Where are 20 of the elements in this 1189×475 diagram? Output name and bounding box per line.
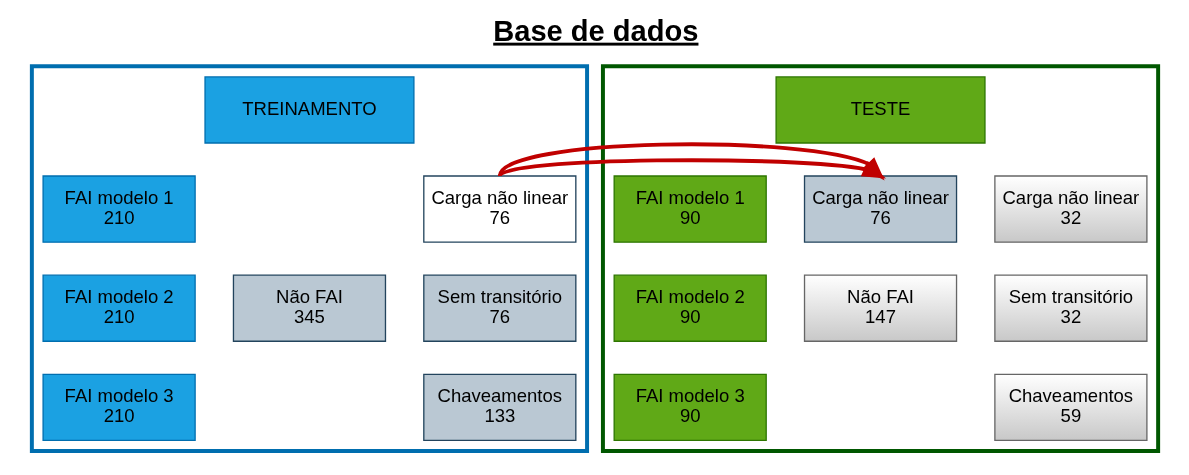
node-box: Não FAI 345 [232, 274, 386, 342]
node-box: Carga não linear 76 [422, 175, 576, 243]
node-box: FAI modelo 1 90 [613, 175, 767, 243]
node-box: Sem transitório 76 [422, 274, 576, 342]
node-box: Chaveamentos 133 [422, 373, 576, 442]
node-box: Sem transitório 32 [993, 274, 1148, 342]
node-box: FAI modelo 2 210 [41, 274, 196, 342]
diagram-title: Base de dados [492, 14, 698, 47]
node-box: Carga não linear 32 [993, 175, 1148, 243]
node-box: TESTE [774, 76, 986, 144]
node-box: FAI modelo 3 210 [41, 373, 196, 442]
node-box: Carga não linear 76 [803, 175, 957, 243]
cluster [29, 64, 589, 453]
node-box: Chaveamentos 59 [993, 373, 1148, 442]
cluster [600, 64, 1160, 453]
node-box: TREINAMENTO [203, 76, 415, 144]
node-box: Não FAI 147 [803, 274, 957, 342]
node-box: FAI modelo 2 90 [613, 274, 767, 342]
node-box: FAI modelo 3 90 [613, 373, 767, 442]
node-box: FAI modelo 1 210 [41, 175, 196, 243]
